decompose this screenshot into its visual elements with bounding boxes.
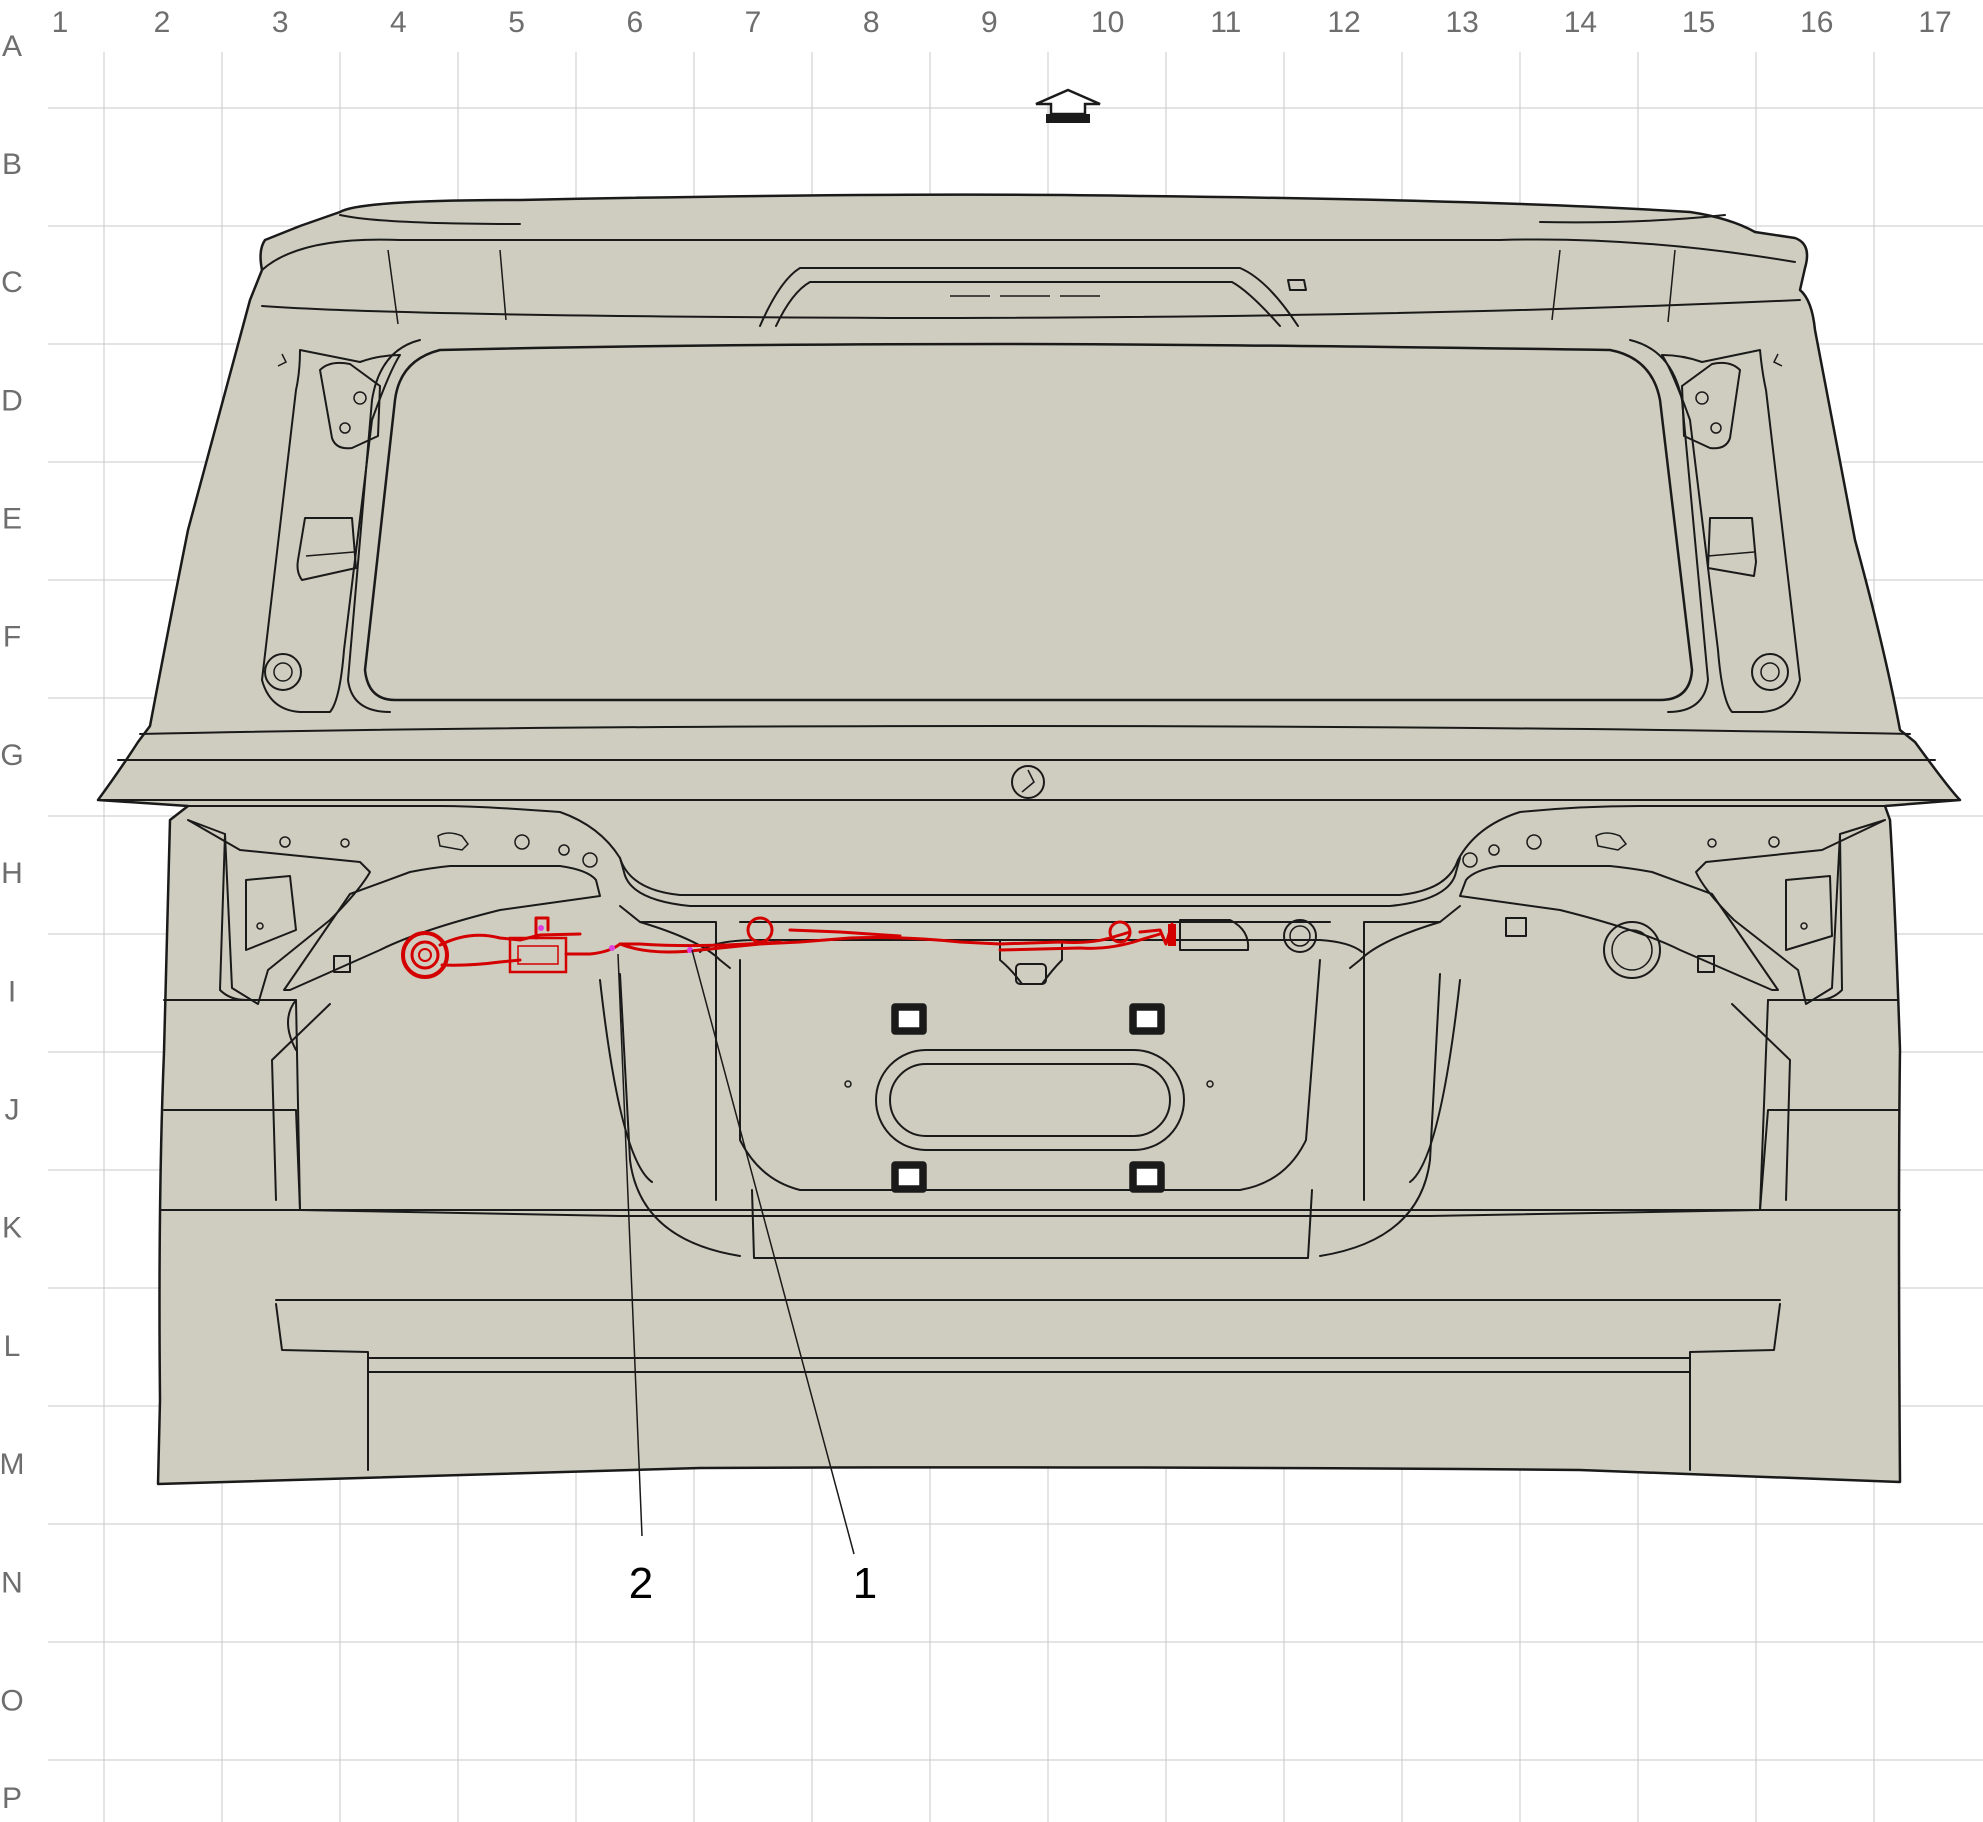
grid-row-label: D (1, 384, 23, 417)
grid-column-label: 2 (154, 6, 171, 39)
grid-column-label: 14 (1564, 6, 1597, 39)
grid-row-label: K (2, 1212, 22, 1245)
grid-column-label: 8 (863, 6, 880, 39)
grid-column-label: 13 (1446, 6, 1479, 39)
grid-column-label: 16 (1800, 6, 1833, 39)
grid-column-label: 7 (745, 6, 762, 39)
callout-leaders (617, 949, 855, 1555)
grid-column-label: 3 (272, 6, 289, 39)
grid-row-label: L (4, 1330, 21, 1363)
grid-column-label: 6 (626, 6, 643, 39)
grid-column-label: 12 (1327, 6, 1360, 39)
grid-row-label: M (0, 1448, 25, 1481)
grid-row-label: N (1, 1566, 23, 1599)
grid-row-label: O (0, 1685, 23, 1718)
grid-row-labels: A B C D E F G H I J K L M N O P (0, 30, 25, 1815)
callout-2: 2 (629, 1559, 653, 1608)
grid-column-label: 17 (1918, 6, 1951, 39)
liftgate-body (96, 193, 1962, 1486)
grid-column-label: 10 (1091, 6, 1124, 39)
grid-row-label: C (1, 266, 23, 299)
grid-row-label: E (2, 503, 22, 536)
grid-row-label: J (5, 1094, 20, 1127)
grid-row-label: G (0, 739, 23, 772)
grid-row-label: H (1, 857, 23, 890)
grid-row-label: I (8, 975, 16, 1008)
grid-column-label: 5 (508, 6, 525, 39)
grid-column-label: 11 (1210, 6, 1241, 39)
callout-1: 1 (853, 1559, 877, 1608)
grid-row-label: P (2, 1782, 22, 1815)
grid-column-label: 9 (981, 6, 998, 39)
liftgate-wiring-harness (401, 916, 1176, 979)
grid-row-label: B (2, 148, 22, 181)
grid-column-label: 1 (52, 6, 69, 39)
grid-row-label: F (3, 621, 21, 654)
grid-row-label: A (2, 30, 22, 63)
up-arrow-icon (1035, 88, 1101, 123)
grid-column-label: 4 (390, 6, 407, 39)
grid-column-label: 15 (1682, 6, 1715, 39)
